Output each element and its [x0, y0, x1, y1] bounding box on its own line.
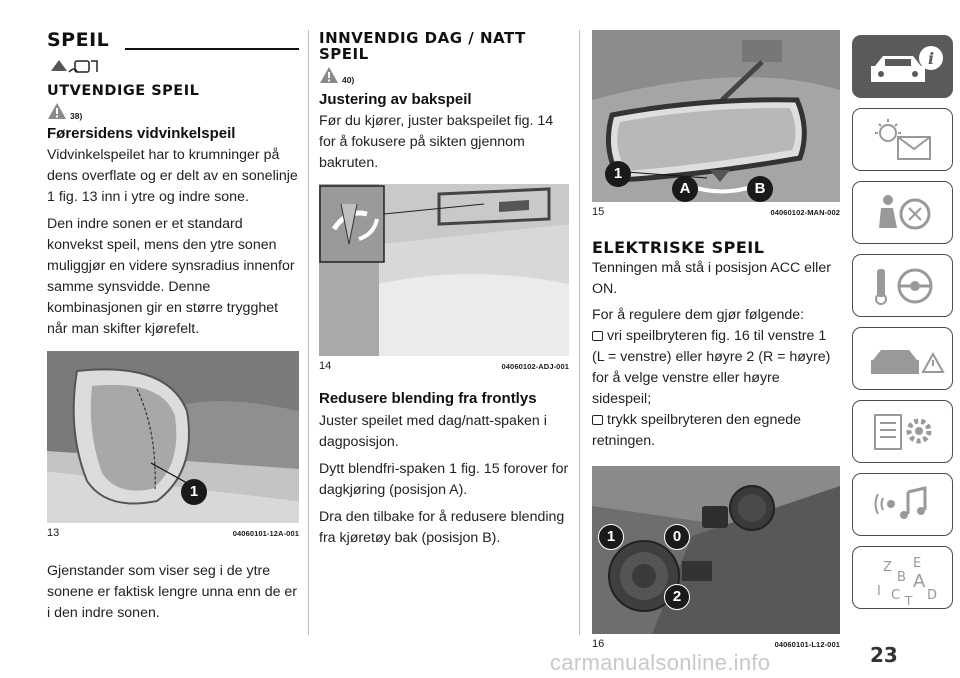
warning-lights-icon — [875, 119, 931, 160]
safety-airbag-icon — [879, 195, 931, 230]
watermark: carmanualsonline.info — [550, 650, 771, 675]
index-letter-t: T — [904, 594, 913, 608]
column-divider-2 — [579, 30, 580, 635]
tab-warning-lights[interactable] — [852, 108, 953, 171]
middle-column: INNVENDIG DAG / NATT SPEIL 40) Justering… — [319, 30, 569, 549]
section-title-electric-mirrors: ELEKTRISKE SPEIL — [592, 238, 765, 257]
right-column: 1 A B 15 04060102-MAN-002 ELEKTRISKE SPE… — [592, 30, 840, 650]
warning-triangle-icon — [47, 102, 67, 120]
index-letter-d: D — [927, 588, 937, 603]
paragraph-adjust-rearview: Før du kjører, juster bakspeilet fig. 14… — [319, 113, 554, 171]
figure-15-callout-1: 1 — [605, 161, 631, 187]
car-info-icon: i — [871, 46, 943, 82]
tab-starting-driving[interactable] — [852, 254, 953, 317]
figure-13-caption: 13 04060101-12A-001 — [47, 527, 299, 539]
left-column: SPEIL UTVENDIGE SPEIL 38) Førersidens vi… — [47, 30, 299, 624]
heading-driver-wide-angle-mirror: Førersidens vidvinkelspeil — [47, 125, 236, 142]
warning-ref: 38) — [47, 102, 299, 121]
index-letter-e: E — [913, 556, 921, 571]
figure-15-caption: 15 04060102-MAN-002 — [592, 206, 840, 218]
figure-15-callout-b: B — [747, 176, 773, 202]
warning-triangle-icon — [319, 66, 339, 84]
tab-car-info[interactable]: i — [852, 35, 953, 98]
paragraph-wide-angle-2: Den indre sonen er et standard konvekst … — [47, 216, 295, 337]
heading-adjusting-rearview: Justering av bakspeil — [319, 91, 472, 108]
maintenance-gear-icon — [874, 414, 932, 450]
figure-16-callout-0: 0 — [664, 524, 690, 550]
warning-ref-number: 38) — [70, 111, 83, 121]
multimedia-icon — [874, 486, 927, 519]
section-title-interior-mirror-line1: INNVENDIG DAG / NATT — [319, 29, 526, 47]
bullet-press-switch-text: trykk speilbryteren den egnede retningen… — [592, 412, 802, 449]
figure-14-caption: 14 04060102-ADJ-001 — [319, 360, 569, 372]
tab-multimedia[interactable] — [852, 473, 953, 536]
figure-13-side-mirror: 1 — [47, 351, 299, 523]
checkbox-bullet-icon — [592, 331, 603, 341]
tab-index[interactable]: Z E B A I C T D — [852, 546, 953, 609]
figure-15-code: 04060102-MAN-002 — [770, 208, 840, 217]
index-letter-c: C — [891, 588, 900, 603]
index-letter-a: A — [913, 571, 926, 592]
figure-13-number: 13 — [47, 527, 60, 539]
tab-emergency[interactable] — [852, 327, 953, 390]
index-letter-i: I — [877, 584, 881, 599]
figure-16-caption: 16 04060101-L12-001 — [592, 638, 840, 650]
bullet-turn-switch-text: vri speilbryteren fig. 16 til venstre 1 … — [592, 328, 831, 407]
section-title-speil: SPEIL — [47, 29, 110, 51]
paragraph-push-lever: Dytt blendfri-spaken 1 fig. 15 forover f… — [319, 461, 569, 498]
warning-ref-number: 40) — [342, 75, 355, 85]
bullet-turn-switch: vri speilbryteren fig. 16 til venstre 1 … — [592, 326, 840, 410]
emergency-car-icon — [871, 350, 945, 374]
figure-16-callout-2: 2 — [664, 584, 690, 610]
tab-maintenance[interactable] — [852, 400, 953, 463]
figure-13-code: 04060101-12A-001 — [232, 529, 299, 538]
figure-14-car-mirror-adjust — [319, 184, 569, 356]
subsection-title-utvendige-speil: UTVENDIGE SPEIL — [47, 83, 200, 99]
paragraph-day-position: Juster speilet med dag/natt-spaken i dag… — [319, 413, 547, 450]
mirror-symbol-icon — [47, 57, 299, 77]
paragraph-pull-lever: Dra den tilbake for å redusere blending … — [319, 509, 565, 546]
alphabetical-index-icon: Z E B A I C T D — [877, 556, 937, 608]
index-letter-z: Z — [883, 560, 892, 575]
figure-15-callout-a: A — [672, 176, 698, 202]
column-divider-1 — [308, 30, 309, 635]
figure-15-number: 15 — [592, 206, 605, 218]
heading-reduce-glare: Redusere blending fra frontlys — [319, 390, 537, 407]
svg-text:i: i — [928, 49, 934, 68]
figure-15-rearview-lever: 1 A B — [592, 30, 840, 202]
figure-16-number: 16 — [592, 638, 605, 650]
warning-ref: 40) — [319, 66, 569, 85]
bullet-press-switch: trykk speilbryteren den egnede retningen… — [592, 410, 840, 452]
page-number: 23 — [870, 643, 898, 667]
paragraph-wide-angle-1: Vidvinkelspeilet har to krumninger på de… — [47, 147, 298, 205]
steering-key-icon — [875, 268, 933, 305]
index-letter-b: B — [897, 570, 906, 585]
figure-14-number: 14 — [319, 360, 332, 372]
figure-16-code: 04060101-L12-001 — [774, 640, 840, 649]
section-rule — [125, 48, 299, 50]
figure-16-callout-1: 1 — [598, 524, 624, 550]
figure-13-callout-1: 1 — [181, 479, 207, 505]
checkbox-bullet-icon — [592, 415, 603, 425]
figure-14-code: 04060102-ADJ-001 — [501, 362, 569, 371]
tab-safety[interactable] — [852, 181, 953, 244]
paragraph-ignition: Tenningen må stå i posisjon ACC eller ON… — [592, 260, 831, 297]
paragraph-regulate-intro: For å regulere dem gjør følgende: — [592, 307, 805, 323]
paragraph-outer-zone: Gjenstander som viser seg i de ytre sone… — [47, 563, 298, 621]
section-title-interior-mirror-line2: SPEIL — [319, 45, 369, 63]
figure-16-mirror-switch: 1 0 2 — [592, 466, 840, 634]
